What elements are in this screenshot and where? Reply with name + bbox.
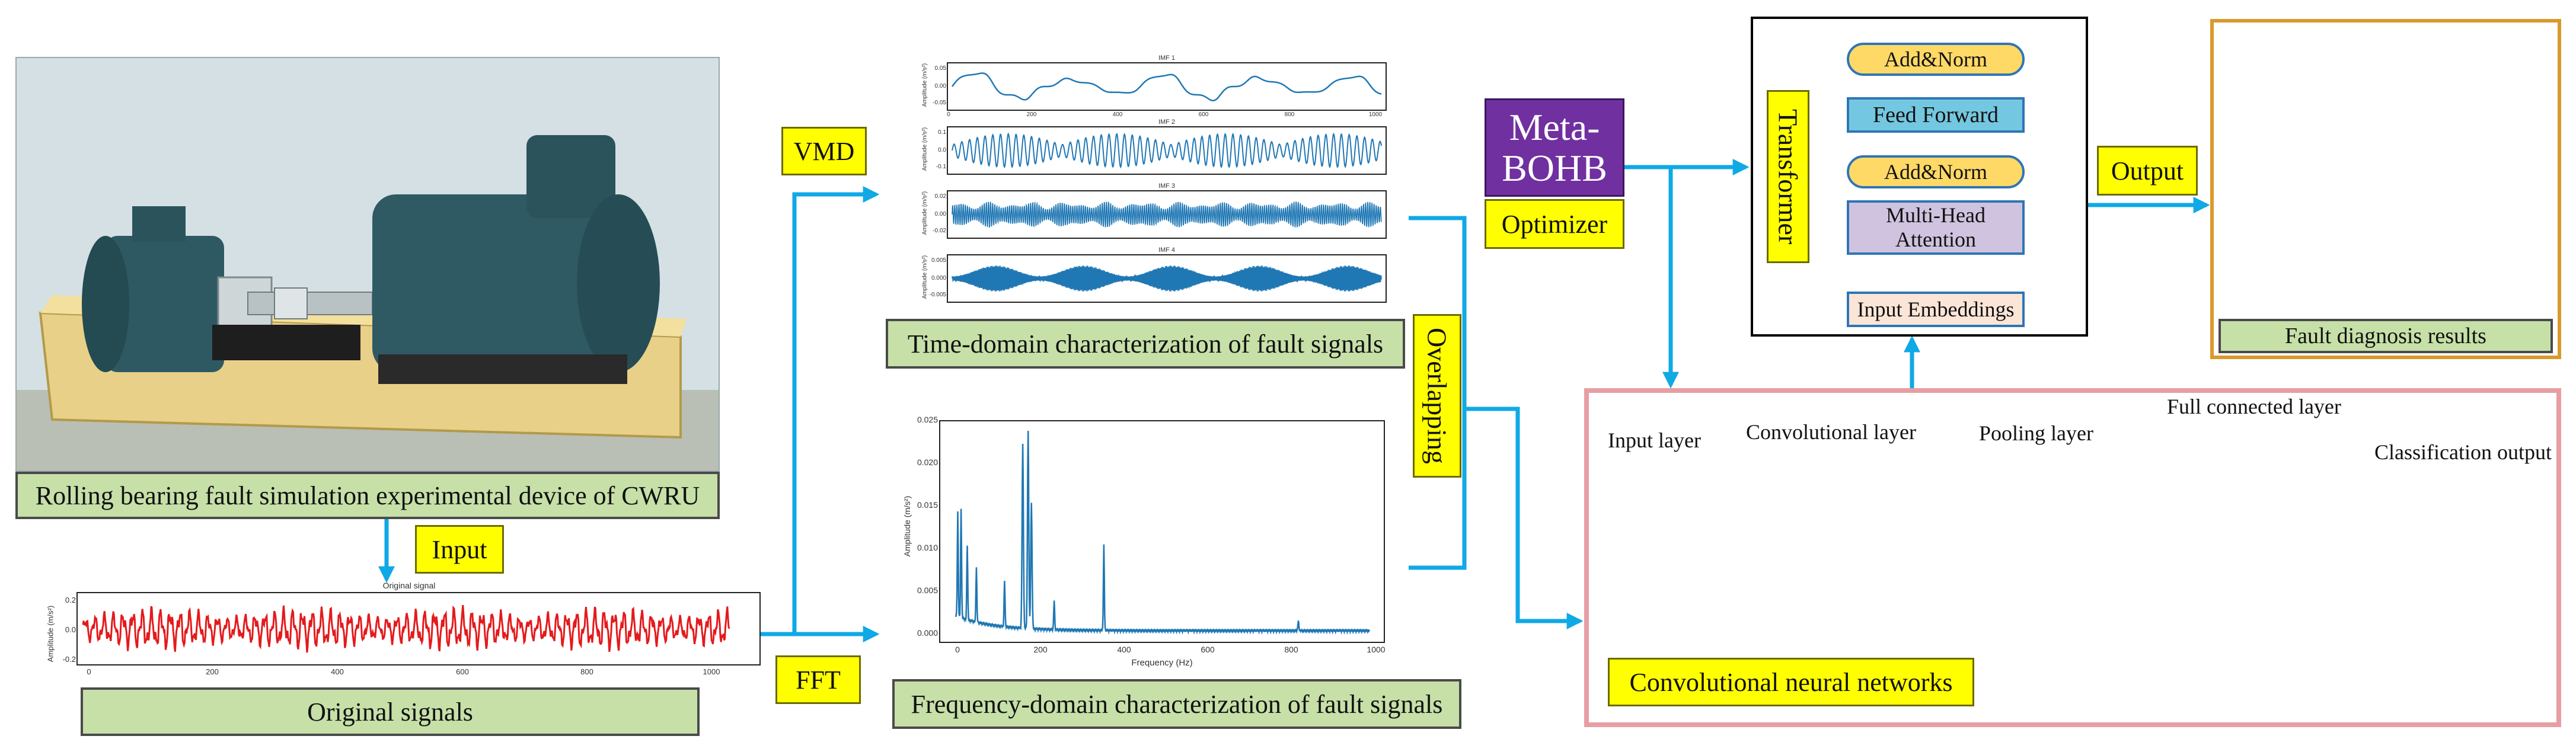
mha-line2: Attention [1895, 228, 1976, 251]
conv-layer-label: Convolutional layer [1746, 420, 1916, 444]
original-plot-title: Original signal [382, 581, 436, 590]
imf4-title: IMF 4 [1158, 247, 1176, 254]
imf2-title: IMF 2 [1158, 119, 1176, 126]
fc-layer-label: Full connected layer [2167, 395, 2341, 418]
vmd-tag: VMD [781, 127, 867, 175]
original-xtick-1000: 1000 [703, 667, 720, 676]
imf1-xtick-400: 400 [1112, 111, 1123, 118]
imf2-ytick-2: 0.0 [938, 147, 946, 153]
overlapping-tag-label: Overlapping [1422, 328, 1453, 464]
imf1-title: IMF 1 [1158, 55, 1176, 62]
fft-plot [939, 420, 1385, 643]
flow-arrows [378, 159, 2210, 642]
arrow-to-vmd [792, 186, 880, 634]
imf-plots [947, 62, 1387, 303]
original-ytick-3: -0.2 [62, 655, 76, 664]
original-xtick-400: 400 [331, 667, 344, 676]
fft-ytick-0025: 0.025 [917, 415, 938, 424]
original-ytick-1: 0.2 [65, 596, 76, 604]
imf3-line [952, 201, 1382, 228]
cnn-caption: Convolutional neural networks [1608, 658, 1974, 706]
multi-head-attention-box: Multi-Head Attention [1847, 200, 2025, 255]
original-signals-caption: Original signals [81, 687, 700, 736]
imf2-ytick-1: 0.1 [938, 129, 946, 136]
cwru-test-rig-photo [15, 57, 720, 472]
pool-layer-label: Pooling layer [1979, 421, 2093, 445]
fft-xtick-400: 400 [1117, 645, 1131, 654]
imf1-ytick-2: 0.00 [934, 83, 946, 89]
fft-xtick-600: 600 [1201, 645, 1215, 654]
fft-tag: FFT [775, 655, 861, 704]
imf1-xtick-0: 0 [947, 111, 950, 118]
meta-bohb-line2: BOHB [1502, 147, 1607, 189]
original-ytick-2: 0.0 [65, 625, 76, 634]
imf3-ytick-2: 0.00 [934, 211, 946, 217]
imf4-ytick-3: -0.005 [929, 292, 946, 298]
add-norm-top: Add&Norm [1847, 43, 2025, 76]
original-xtick-800: 800 [580, 667, 593, 676]
heatmap-frame [2210, 19, 2561, 359]
imf1-line [952, 72, 1382, 102]
arrow-time-join [1409, 216, 1467, 409]
original-xtick-0: 0 [87, 667, 91, 676]
imf3-ytick-1: 0.02 [934, 193, 946, 200]
imf1-xtick-200: 200 [1026, 111, 1037, 118]
imf4-ytick-1: 0.005 [931, 257, 946, 264]
fft-ytick-0010: 0.010 [917, 543, 938, 552]
fft-spectrum-line [955, 430, 1371, 635]
fault-diagnosis-caption: Fault diagnosis results [2219, 319, 2553, 353]
feed-forward-box: Feed Forward [1847, 97, 2025, 133]
original-ylabel: Amplitude (m/s²) [46, 605, 55, 663]
output-tag: Output [2097, 146, 2198, 196]
imf1-ytick-3: -0.05 [933, 100, 946, 106]
fft-xtick-200: 200 [1033, 645, 1048, 654]
fft-ytick-0015: 0.015 [917, 500, 938, 510]
imf4-line [952, 265, 1382, 292]
arrow-freq-join [1409, 409, 1467, 570]
imf1-xtick-800: 800 [1284, 111, 1295, 118]
original-xtick-200: 200 [206, 667, 219, 676]
imf2-line [952, 132, 1382, 169]
arrow-to-cnn [1464, 407, 1584, 629]
imf3-ytick-3: -0.02 [933, 228, 946, 234]
classification-output-label: Classification output [2374, 440, 2552, 464]
fft-xtick-0: 0 [955, 645, 960, 654]
fft-xtick-800: 800 [1284, 645, 1298, 654]
mha-line1: Multi-Head [1886, 203, 1986, 227]
cnn-box [1584, 388, 2561, 727]
photo-caption: Rolling bearing fault simulation experim… [15, 472, 720, 519]
freq-domain-caption: Frequency-domain characterization of fau… [892, 679, 1461, 729]
test-rig-illustration [17, 58, 719, 471]
input-embeddings-box: Input Embeddings [1847, 292, 2025, 327]
overlapping-tag: Overlapping [1413, 314, 1461, 478]
fft-ytick-0005: 0.005 [917, 585, 938, 595]
input-tag: Input [415, 525, 504, 574]
imf2-ytick-3: -0.1 [936, 164, 946, 170]
input-layer-label: Input layer [1608, 428, 1701, 452]
imf1-xtick-600: 600 [1198, 111, 1209, 118]
imf4-ytick-2: 0.000 [931, 275, 946, 281]
time-domain-caption: Time-domain characterization of fault si… [886, 319, 1405, 369]
transformer-tag-label: Transformer [1773, 108, 1803, 245]
imf1-xtick-1000: 1000 [1368, 111, 1383, 118]
original-xtick-600: 600 [456, 667, 469, 676]
fft-ylabel: Amplitude (m/s²) [902, 495, 912, 557]
fft-xtick-1000: 1000 [1367, 645, 1386, 654]
imf1-ytick-1: 0.05 [934, 65, 946, 72]
fft-ytick-0020: 0.020 [917, 457, 938, 467]
fft-ytick-0000: 0.000 [917, 628, 938, 638]
optimizer-tag: Optimizer [1485, 199, 1624, 249]
imf3-title: IMF 3 [1158, 183, 1176, 190]
original-signal-plot [76, 592, 761, 665]
meta-bohb-line1: Meta- [1509, 105, 1600, 148]
transformer-tag: Transformer [1767, 90, 1809, 263]
original-signal-line [82, 604, 730, 653]
meta-bohb-box: Meta- BOHB [1485, 98, 1624, 197]
add-norm-bottom: Add&Norm [1847, 155, 2025, 188]
fft-xlabel: Frequency (Hz) [1131, 658, 1193, 668]
